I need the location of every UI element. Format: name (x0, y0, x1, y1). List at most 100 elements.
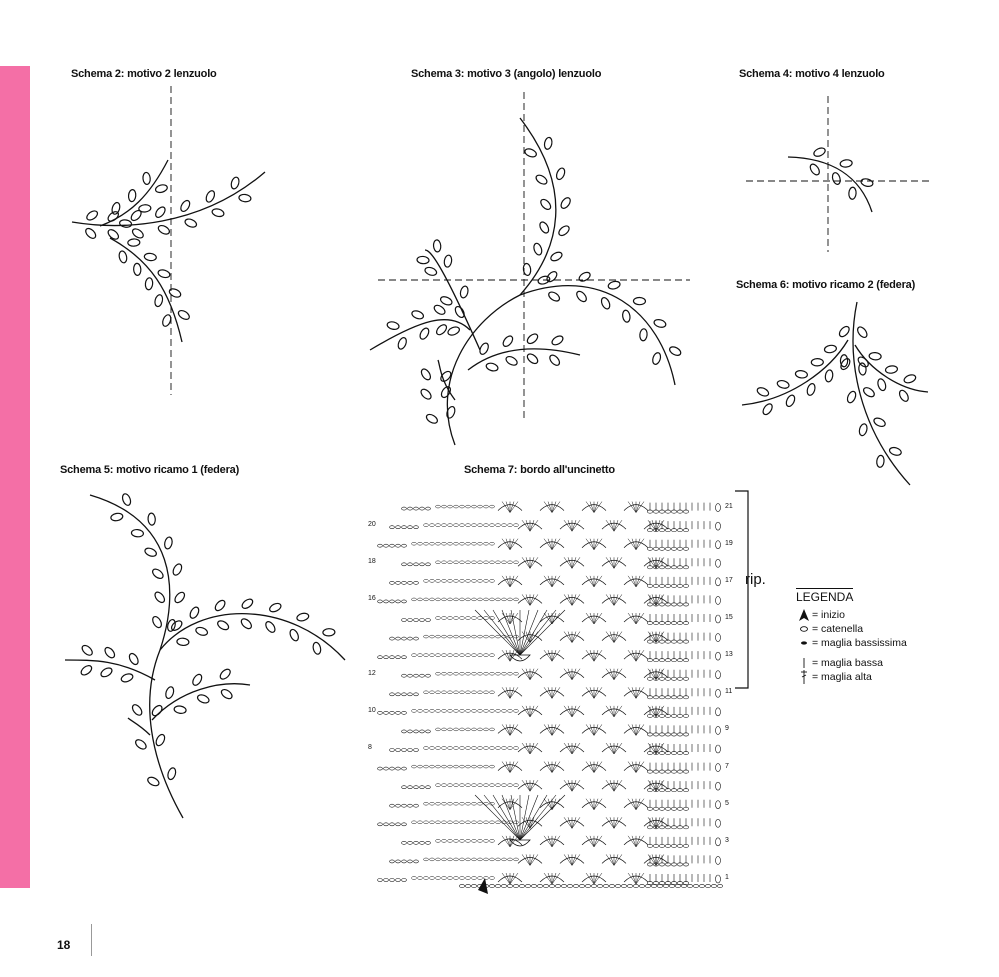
shell-stitch (529, 742, 539, 755)
leaf (142, 171, 151, 186)
shell-stitch (543, 612, 553, 625)
chain-stitch (401, 673, 407, 678)
leaf (433, 304, 446, 315)
base-chain (693, 884, 699, 888)
shell-stitch (655, 779, 665, 792)
chain-stitch (413, 673, 419, 678)
chain-stitch (513, 709, 519, 713)
chain-stitch (483, 839, 489, 843)
shell-stitch (505, 872, 511, 885)
shell-stitch (571, 817, 577, 829)
chain-stitch (489, 764, 495, 769)
chain-stitch (401, 729, 407, 734)
chain-stitch (715, 763, 721, 772)
leaf (420, 368, 432, 381)
chain-stitch (513, 672, 519, 676)
chain-stitch (459, 672, 465, 676)
leaf (265, 621, 276, 633)
chain-stitch (401, 506, 407, 511)
leaf (386, 321, 400, 330)
chain-stitch (377, 599, 383, 604)
chain-stitch (715, 596, 721, 605)
shell-stitch (631, 575, 637, 587)
chain-stitch (425, 673, 431, 678)
chain-stitch (715, 577, 721, 587)
shell-stitch (605, 631, 615, 643)
leaf (130, 528, 145, 538)
chain-stitch (429, 764, 435, 769)
chain-stitch (471, 616, 477, 620)
base-chain (531, 884, 537, 888)
leaf (436, 324, 448, 336)
chain-stitch (513, 523, 519, 527)
chain-stitch (447, 597, 453, 602)
shell-stitch (571, 594, 581, 606)
shell-stitch (509, 538, 515, 550)
leaf (877, 378, 887, 392)
chain-stitch (395, 748, 401, 752)
shell-stitch (551, 724, 561, 736)
chain-stitch (383, 822, 389, 827)
shell-stitch (571, 668, 577, 680)
shell-stitch (525, 520, 531, 532)
shell-stitch (563, 594, 573, 606)
shell-stitch (647, 779, 657, 792)
chain-stitch (441, 764, 447, 769)
chain-stitch (435, 542, 441, 546)
chain-stitch (419, 841, 425, 845)
leaf (144, 277, 154, 291)
shell-stitch (505, 687, 511, 699)
shell-stitch (655, 594, 661, 606)
chain-stitch (425, 729, 431, 734)
leaf (127, 238, 141, 247)
shell-stitch (613, 519, 623, 532)
chain-stitch (395, 822, 401, 827)
shell-stitch (613, 742, 623, 755)
chain-stitch (495, 560, 501, 564)
page-divider (91, 924, 92, 956)
base-chain (501, 884, 507, 888)
shell-stitch (627, 649, 637, 662)
base-chain (681, 884, 687, 888)
chain-stitch (389, 525, 395, 529)
chain-stitch (423, 876, 429, 880)
chain-stitch (407, 525, 413, 529)
shell-stitch (525, 705, 531, 717)
leaf (858, 423, 868, 437)
leaf (127, 189, 137, 203)
leaf (522, 262, 532, 277)
chain-stitch (447, 857, 453, 862)
shell-stitch (613, 817, 619, 829)
shell-stitch (635, 798, 645, 810)
chain-stitch (489, 672, 495, 676)
base-chain (651, 884, 657, 888)
chain-stitch (429, 820, 435, 824)
fan-base (509, 839, 531, 847)
chain-stitch (423, 802, 429, 806)
row-number: 21 (725, 502, 733, 510)
chain-stitch (441, 542, 447, 546)
chain-stitch (495, 857, 501, 862)
shell-stitch (655, 854, 661, 866)
chain-stitch (395, 581, 401, 585)
leaf (155, 733, 166, 747)
shell-stitch (605, 594, 615, 606)
base-chain (573, 884, 579, 888)
shell-stitch (551, 649, 561, 662)
leaf (439, 296, 453, 306)
chain-stitch (447, 690, 453, 694)
chain-stitch (435, 727, 441, 732)
chain-stitch (477, 504, 483, 509)
shell-stitch (589, 612, 595, 625)
shell-stitch (501, 687, 511, 699)
leaf (840, 358, 851, 371)
row-number: 1 (725, 874, 729, 881)
chain-stitch (395, 878, 401, 882)
leaf (888, 446, 902, 456)
chain-stitch (425, 841, 431, 845)
schema-2-motif (71, 86, 266, 395)
shell-stitch (647, 854, 657, 866)
shell-stitch (521, 668, 531, 680)
